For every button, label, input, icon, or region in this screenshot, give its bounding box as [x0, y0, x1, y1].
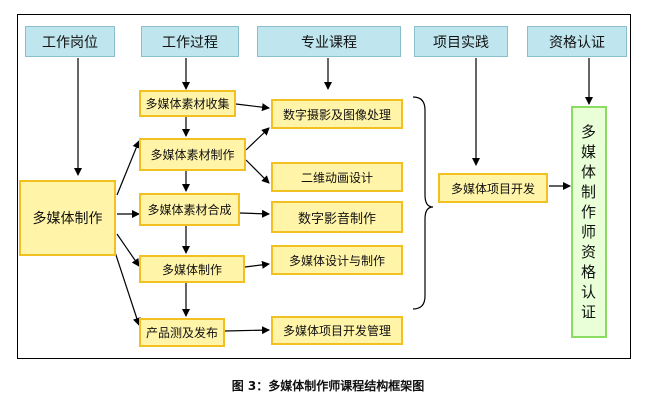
arrow-left-step4: [116, 233, 140, 267]
header-process: 工作过程: [141, 26, 239, 57]
cert-char: 认: [580, 283, 597, 301]
arrow-step4-course4: [244, 260, 270, 269]
arrow-step2-course1: [245, 127, 270, 151]
arrow-step1-course1: [235, 103, 270, 112]
arrow-left-step5: [112, 245, 141, 326]
process-step-collect: 多媒体素材收集: [139, 90, 236, 117]
cert-char: 作: [580, 203, 597, 221]
process-step-release: 产品测及发布: [139, 318, 225, 347]
cert-char: 制: [580, 183, 597, 201]
process-step-produce: 多媒体素材制作: [139, 138, 246, 171]
cert-char: 多: [580, 123, 597, 141]
header-practice: 项目实践: [414, 26, 508, 57]
process-step-multimedia: 多媒体制作: [139, 255, 245, 283]
diagram-frame: [17, 14, 631, 359]
course-digital-av: 数字影音制作: [271, 201, 403, 233]
course-2d-animation: 二维动画设计: [271, 162, 403, 192]
header-job: 工作岗位: [25, 26, 115, 57]
cert-char: 资: [580, 243, 597, 261]
figure-caption: 图 3：多媒体制作师课程结构框架图: [231, 379, 425, 393]
arrow-step3-course3: [239, 209, 270, 218]
header-cert: 资格认证: [527, 26, 627, 57]
process-step-compose: 多媒体素材合成: [139, 193, 240, 226]
cert-char: 证: [580, 303, 597, 321]
cert-box: 多 媒 体 制 作 师 资 格 认 证: [571, 106, 607, 338]
project-box: 多媒体项目开发: [438, 173, 548, 203]
course-multimedia-design: 多媒体设计与制作: [271, 245, 403, 275]
arrow-step5-course5: [224, 326, 270, 335]
curly-brace: [412, 96, 434, 310]
course-project-management: 多媒体项目开发管理: [271, 316, 403, 345]
job-box-multimedia: 多媒体制作: [19, 180, 116, 256]
cert-char: 体: [580, 163, 597, 181]
cert-char: 媒: [580, 143, 597, 161]
cert-char: 师: [580, 223, 597, 241]
course-photo-image: 数字摄影及图像处理: [271, 99, 403, 129]
header-course: 专业课程: [257, 26, 401, 57]
arrow-left-step2: [116, 140, 141, 196]
cert-char: 格: [580, 263, 597, 281]
arrow-step2-course2: [245, 159, 270, 184]
